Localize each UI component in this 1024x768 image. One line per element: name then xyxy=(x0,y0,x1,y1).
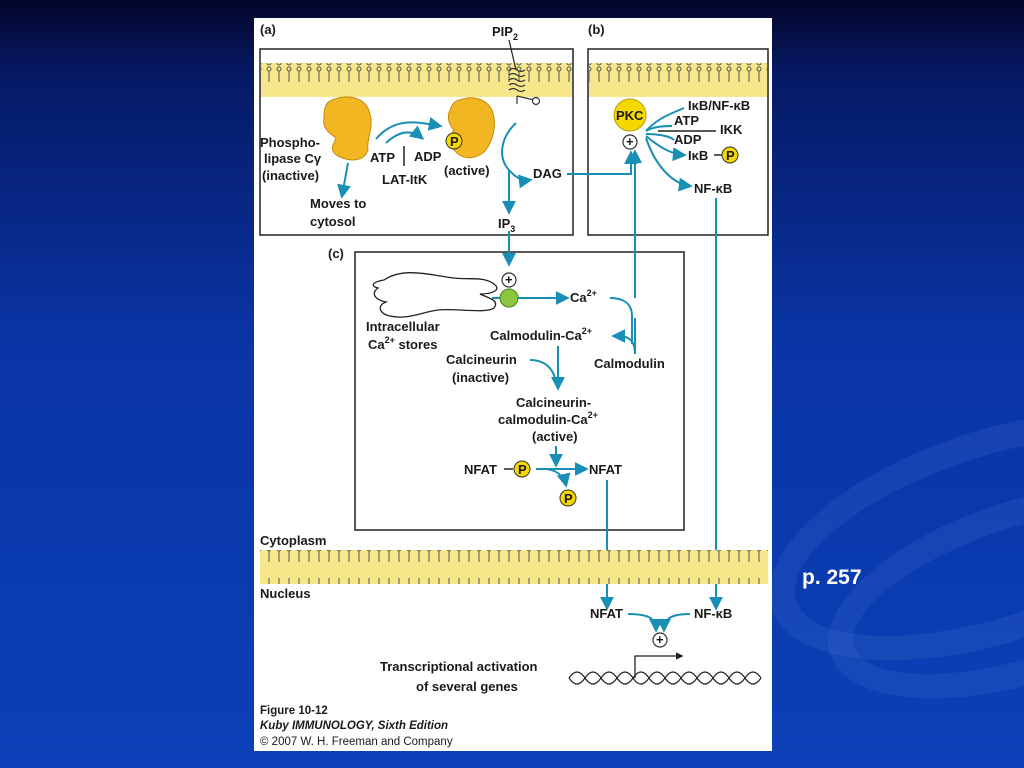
svg-text:+: + xyxy=(626,134,634,149)
plus-icon: + xyxy=(501,272,517,288)
lat-label: LAT-ItK xyxy=(382,172,428,187)
plc-label-3: (inactive) xyxy=(262,168,319,183)
copyright: © 2007 W. H. Freeman and Company xyxy=(260,736,453,748)
book-title: Kuby IMMUNOLOGY, Sixth Edition xyxy=(260,720,448,732)
svg-text:P: P xyxy=(726,148,735,163)
moves-label-2: cytosol xyxy=(310,214,356,229)
panel-c-label: (c) xyxy=(328,246,344,261)
phosphate-icon: P xyxy=(559,489,577,507)
pip2-cleavage-line xyxy=(501,122,517,171)
nfat-converge-arrow xyxy=(627,613,663,633)
activation-arrow xyxy=(375,117,443,140)
panel-a-box xyxy=(259,48,574,236)
svg-text:P: P xyxy=(450,134,459,149)
nfat-phos-label: NFAT xyxy=(464,462,497,477)
phosphate-icon: P xyxy=(721,146,739,164)
nfat-active-label: NFAT xyxy=(589,462,622,477)
nfkb-label: NF-κB xyxy=(694,181,732,196)
dag-to-pkc-arrow xyxy=(567,150,638,175)
calcium-channel-icon xyxy=(499,288,519,308)
plc-label-2: lipase Cγ xyxy=(264,151,322,166)
calmodulin-ca-label: Calmodulin-Ca2+ xyxy=(490,326,592,343)
pkc-fan-line xyxy=(645,133,675,141)
panel-b-box xyxy=(587,48,769,236)
phosphate-icon: P xyxy=(513,460,531,478)
panel-b-label: (b) xyxy=(588,22,605,37)
ca-branch-line xyxy=(609,297,633,344)
calcineurin-join-line xyxy=(529,359,557,383)
moves-label-1: Moves to xyxy=(310,196,366,211)
intracellular-label-2: Ca2+ stores xyxy=(368,335,438,352)
nfkb-nucleus-label: NF-κB xyxy=(694,606,732,621)
nfkb-converge-arrow xyxy=(657,613,691,633)
active-label: (active) xyxy=(444,163,490,178)
ca-label: Ca2+ xyxy=(570,288,597,305)
nfat-nucleus-label: NFAT xyxy=(590,606,623,621)
plc-label-1: Phospho- xyxy=(260,135,320,150)
moves-arrow xyxy=(337,162,351,199)
pkc-fan-line xyxy=(645,107,685,132)
dag-arrow xyxy=(508,169,533,189)
svg-text:P: P xyxy=(564,491,573,506)
ikk-label: IKK xyxy=(720,122,743,137)
panel-a-label: (a) xyxy=(260,22,276,37)
membrane-b xyxy=(589,63,767,97)
phosphate-icon: P xyxy=(445,132,463,150)
calcineurin-label-1: Calcineurin xyxy=(446,352,517,367)
plus-icon: + xyxy=(652,632,668,648)
figure-number: Figure 10-12 xyxy=(260,705,328,717)
page-reference: p. 257 xyxy=(802,566,862,589)
calcineurin-calmodulin-label-2: calmodulin-Ca2+ xyxy=(498,410,598,427)
plc-inactive-icon xyxy=(323,96,372,161)
pkc-fan-line xyxy=(645,125,673,132)
calmodulin-label: Calmodulin xyxy=(594,356,665,371)
membrane-a xyxy=(261,63,572,97)
figure-panel: (a) (b) PIP2 Phospho- lipase Cγ (inactiv… xyxy=(254,18,772,751)
transcription-start-arrow xyxy=(634,652,684,678)
pkc-icon: PKC xyxy=(613,98,647,132)
nucleus-label: Nucleus xyxy=(260,586,311,601)
cytoplasm-label: Cytoplasm xyxy=(260,533,326,548)
er-stores-icon xyxy=(372,272,498,318)
adp-b-label: ADP xyxy=(674,132,702,147)
transcription-label-2: of several genes xyxy=(416,679,518,694)
signaling-diagram: (a) (b) PIP2 Phospho- lipase Cγ (inactiv… xyxy=(259,22,769,748)
calcineurin-calmodulin-label-1: Calcineurin- xyxy=(516,395,591,410)
dag-label: DAG xyxy=(533,166,562,181)
calcineurin-calmodulin-label-3: (active) xyxy=(532,429,578,444)
ip3-label: IP3 xyxy=(498,216,515,234)
plus-icon: + xyxy=(622,134,638,150)
atp-b-label: ATP xyxy=(674,113,699,128)
pip2-pointer xyxy=(508,39,517,71)
phosphate-release-arrow xyxy=(543,468,571,488)
calcineurin-label-2: (inactive) xyxy=(452,370,509,385)
svg-text:+: + xyxy=(656,632,664,647)
atp-adp-arrow xyxy=(385,125,425,144)
nfkb-release-arrow xyxy=(645,137,693,192)
atp-label: ATP xyxy=(370,150,395,165)
nuclear-membrane xyxy=(260,550,768,584)
svg-text:PKC: PKC xyxy=(616,108,644,123)
svg-text:P: P xyxy=(518,462,527,477)
svg-text:+: + xyxy=(505,272,513,287)
pip2-molecule-icon xyxy=(508,67,541,106)
ikb-nfkb-label: IκB/NF-κB xyxy=(688,98,750,113)
dna-helix-icon xyxy=(568,671,762,685)
pip2-label: PIP2 xyxy=(492,24,518,42)
ikb-label: IκB xyxy=(688,148,708,163)
adp-label: ADP xyxy=(414,149,442,164)
transcription-label-1: Transcriptional activation xyxy=(380,659,538,674)
intracellular-label-1: Intracellular xyxy=(366,319,440,334)
ikb-p-arrow xyxy=(645,135,687,162)
panel-c-box xyxy=(354,251,685,531)
